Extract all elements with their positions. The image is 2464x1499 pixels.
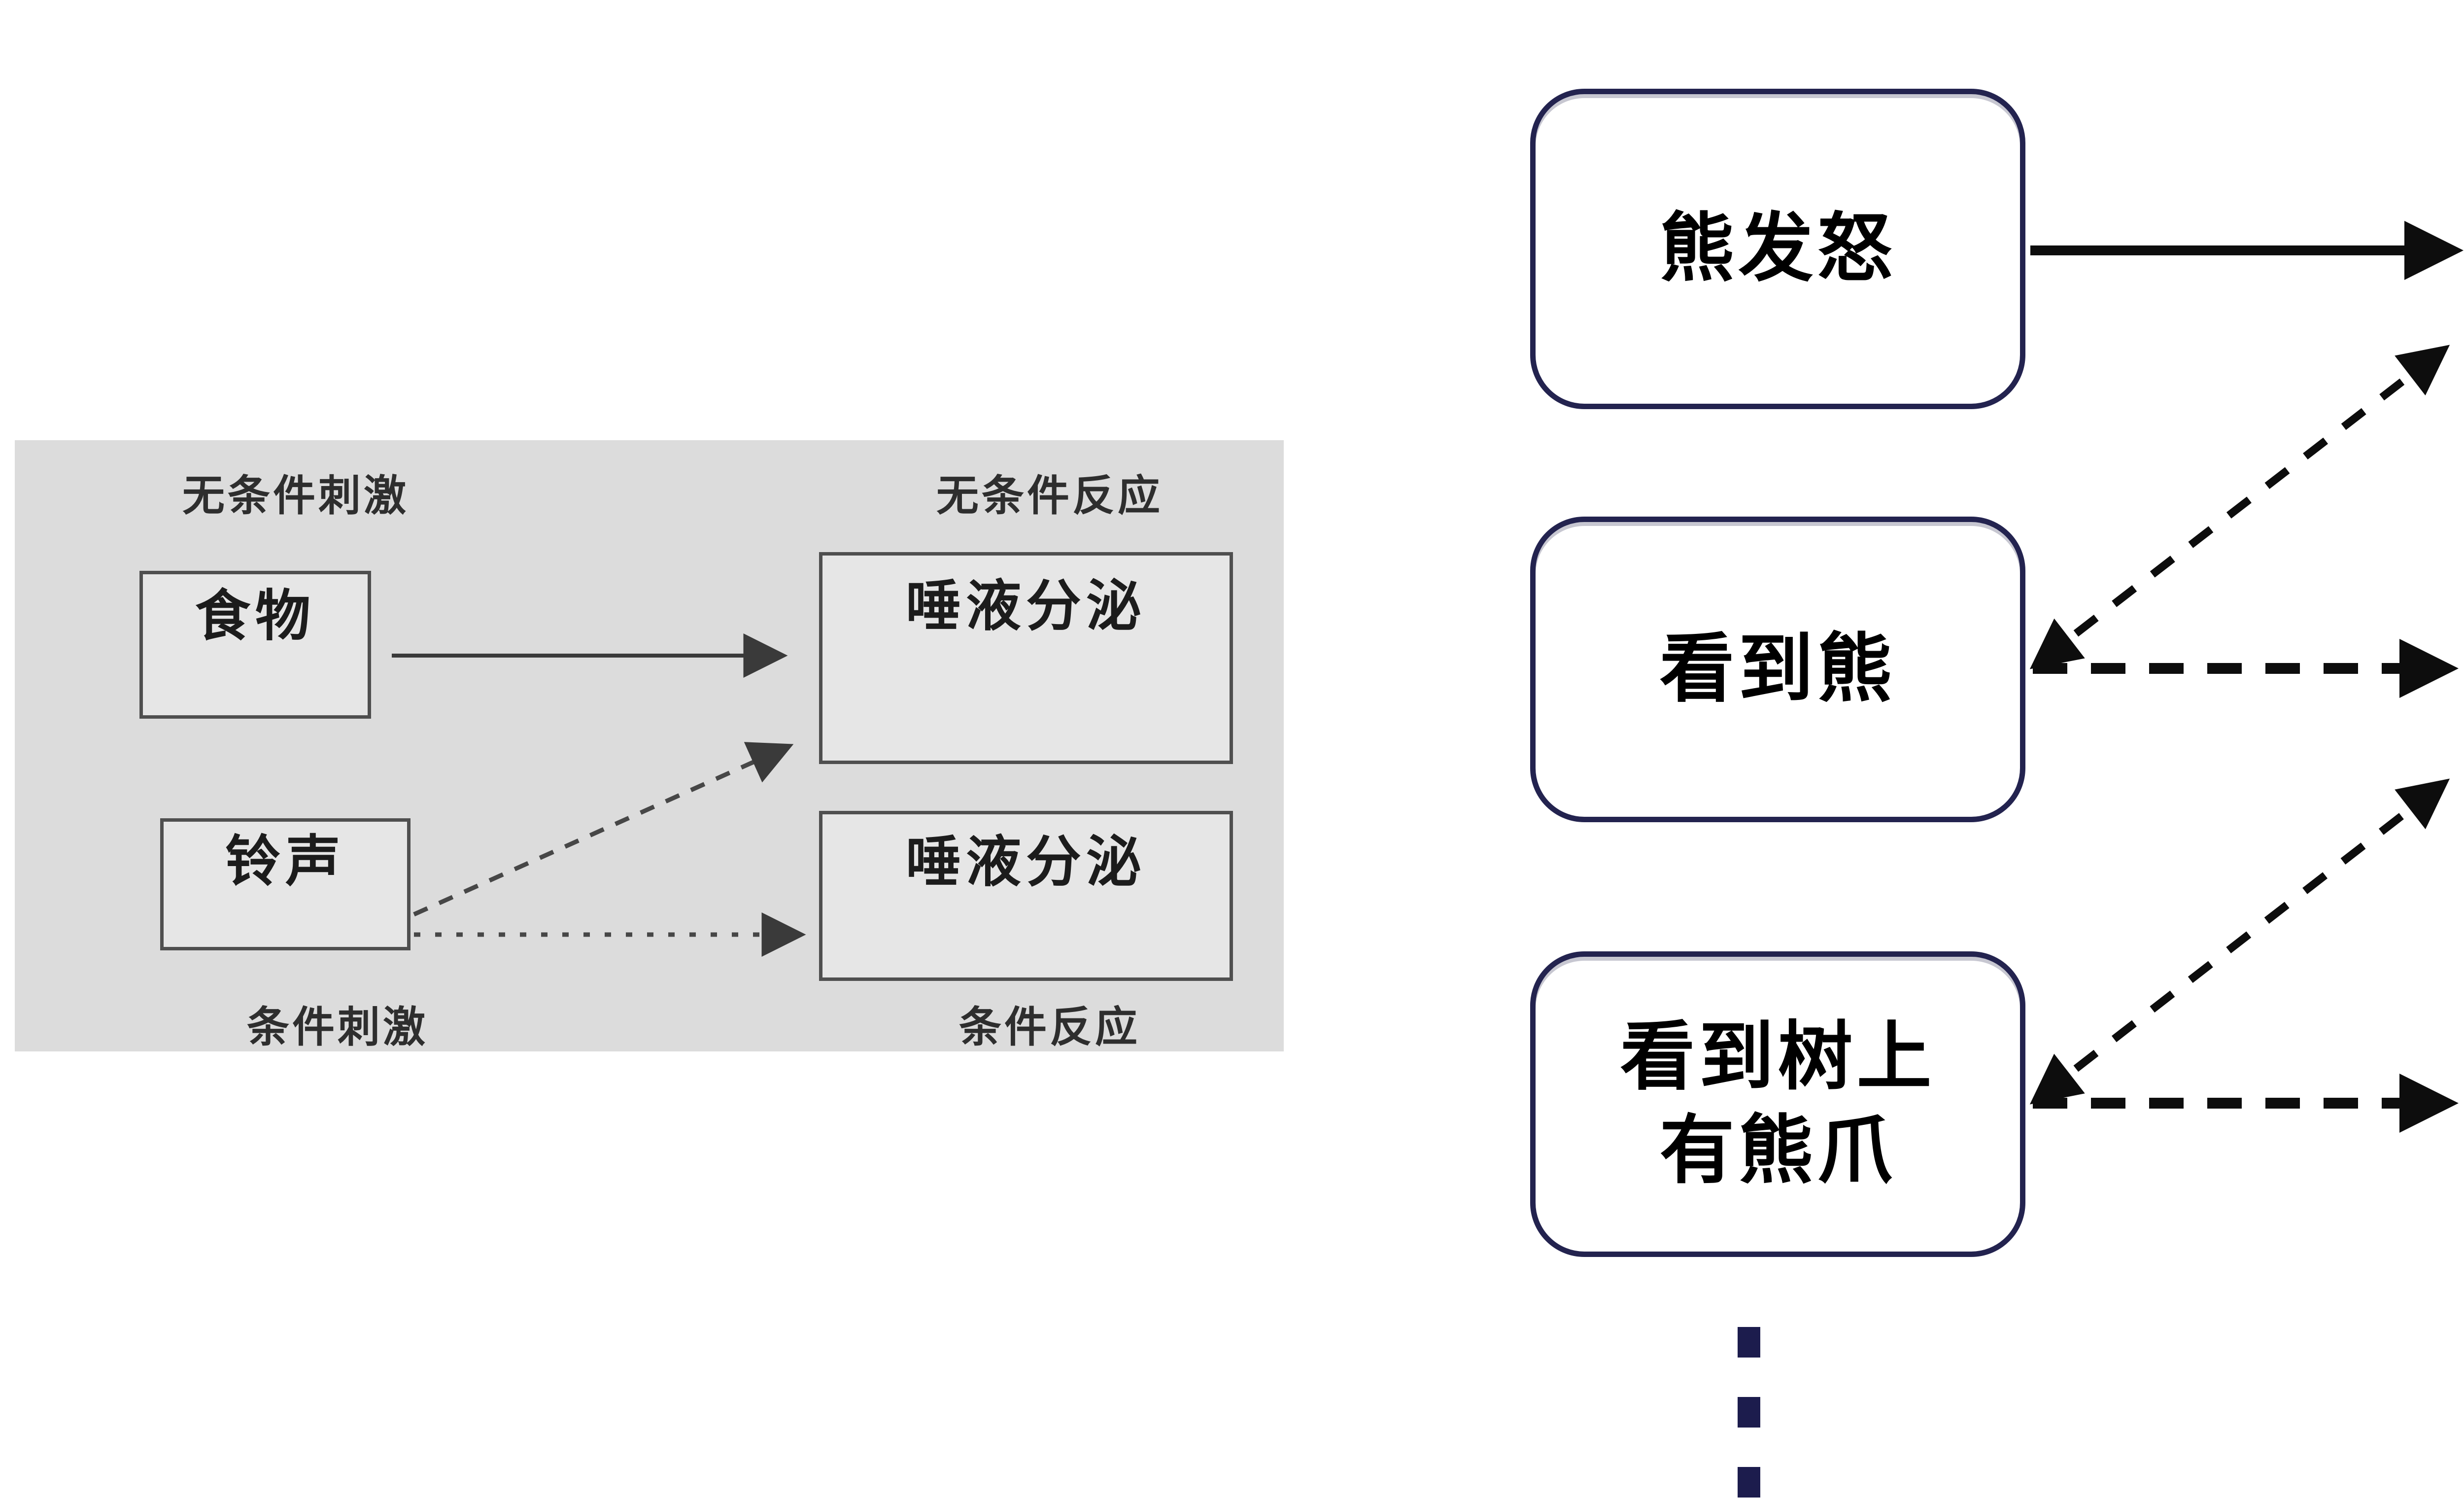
box-salivation-bottom: 唾液分泌 [819, 811, 1233, 981]
box-salivation-top: 唾液分泌 [819, 552, 1233, 764]
box-bell: 铃声 [160, 818, 411, 950]
ellipsis-dot [1738, 1467, 1760, 1498]
arrow-see-bear-reward-dashed [2029, 345, 2450, 669]
arrow-see-claw-value-next-dashed [2029, 778, 2450, 1105]
box-food: 食物 [139, 571, 371, 719]
box-food-label: 食物 [195, 585, 315, 647]
label-conditioned-stimulus: 条件刺激 [247, 1004, 428, 1051]
pavlov-conditioning-panel: 无条件刺激 无条件反应 食物 唾液分泌 铃声 唾液分泌 条件刺激 条件反应 [15, 440, 1284, 1051]
box-see-bear: 看到熊 [1530, 517, 2025, 822]
box-bell-label: 铃声 [225, 831, 345, 892]
box-salivation-top-label: 唾液分泌 [906, 575, 1146, 637]
box-see-bear-claw-label: 看到树上 有熊爪 [1620, 1011, 1936, 1198]
label-conditioned-response: 条件反应 [959, 1004, 1140, 1051]
box-bear-angry-label: 熊发怒 [1659, 208, 1896, 290]
box-see-bear-claw-line1: 看到树上 [1620, 1016, 1936, 1099]
box-bear-angry: 熊发怒 [1530, 89, 2025, 409]
vertical-ellipsis-left [1738, 1327, 1760, 1498]
arrow-bell-to-salivation-top-dashed [413, 742, 794, 917]
box-see-bear-label: 看到熊 [1659, 628, 1896, 711]
ellipsis-dot [1738, 1327, 1760, 1358]
label-unconditioned-response: 无条件反应 [936, 472, 1163, 520]
box-see-bear-claw: 看到树上 有熊爪 [1530, 951, 2025, 1257]
box-salivation-bottom-label: 唾液分泌 [906, 831, 1146, 893]
label-unconditioned-stimulus: 无条件刺激 [182, 472, 409, 520]
box-see-bear-claw-line2: 有熊爪 [1659, 1110, 1896, 1192]
ellipsis-dot [1738, 1397, 1760, 1428]
